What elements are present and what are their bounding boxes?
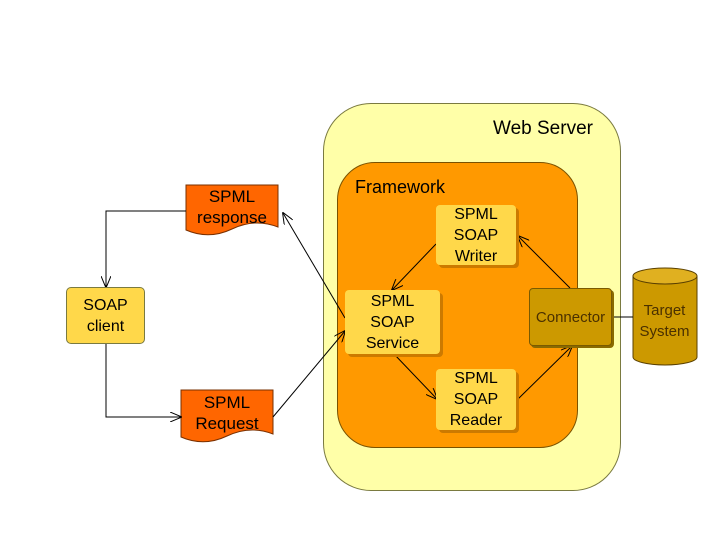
writer-to-service-arrow <box>392 243 437 290</box>
service-to-response-arrow <box>283 213 346 319</box>
response-to-client-arrow <box>106 210 186 287</box>
connector-to-writer-arrow <box>518 236 571 289</box>
spml-soap-writer-box: SPML SOAP Writer <box>436 205 516 265</box>
soap-client-box: SOAP client <box>66 287 145 344</box>
target-system-cylinder <box>632 267 698 366</box>
spml-response-label: SPML response <box>197 187 267 227</box>
framework-label: Framework <box>355 177 446 197</box>
client-to-request-arrow <box>105 344 181 417</box>
request-to-service-arrow <box>272 331 345 418</box>
spml-request-label: SPML Request <box>195 393 259 433</box>
spml-response-document-shape <box>185 184 279 236</box>
reader-to-connector-arrow <box>516 346 572 401</box>
service-to-reader-arrow <box>393 353 437 399</box>
spml-soap-reader-box: SPML SOAP Reader <box>436 369 516 430</box>
spml-soap-service-box: SPML SOAP Service <box>345 290 440 354</box>
spml-request-document-shape <box>180 389 274 443</box>
web-server-label: Web Server <box>493 118 593 139</box>
connector-box: Connector <box>529 288 612 346</box>
target-system-label: Target System <box>639 302 690 340</box>
